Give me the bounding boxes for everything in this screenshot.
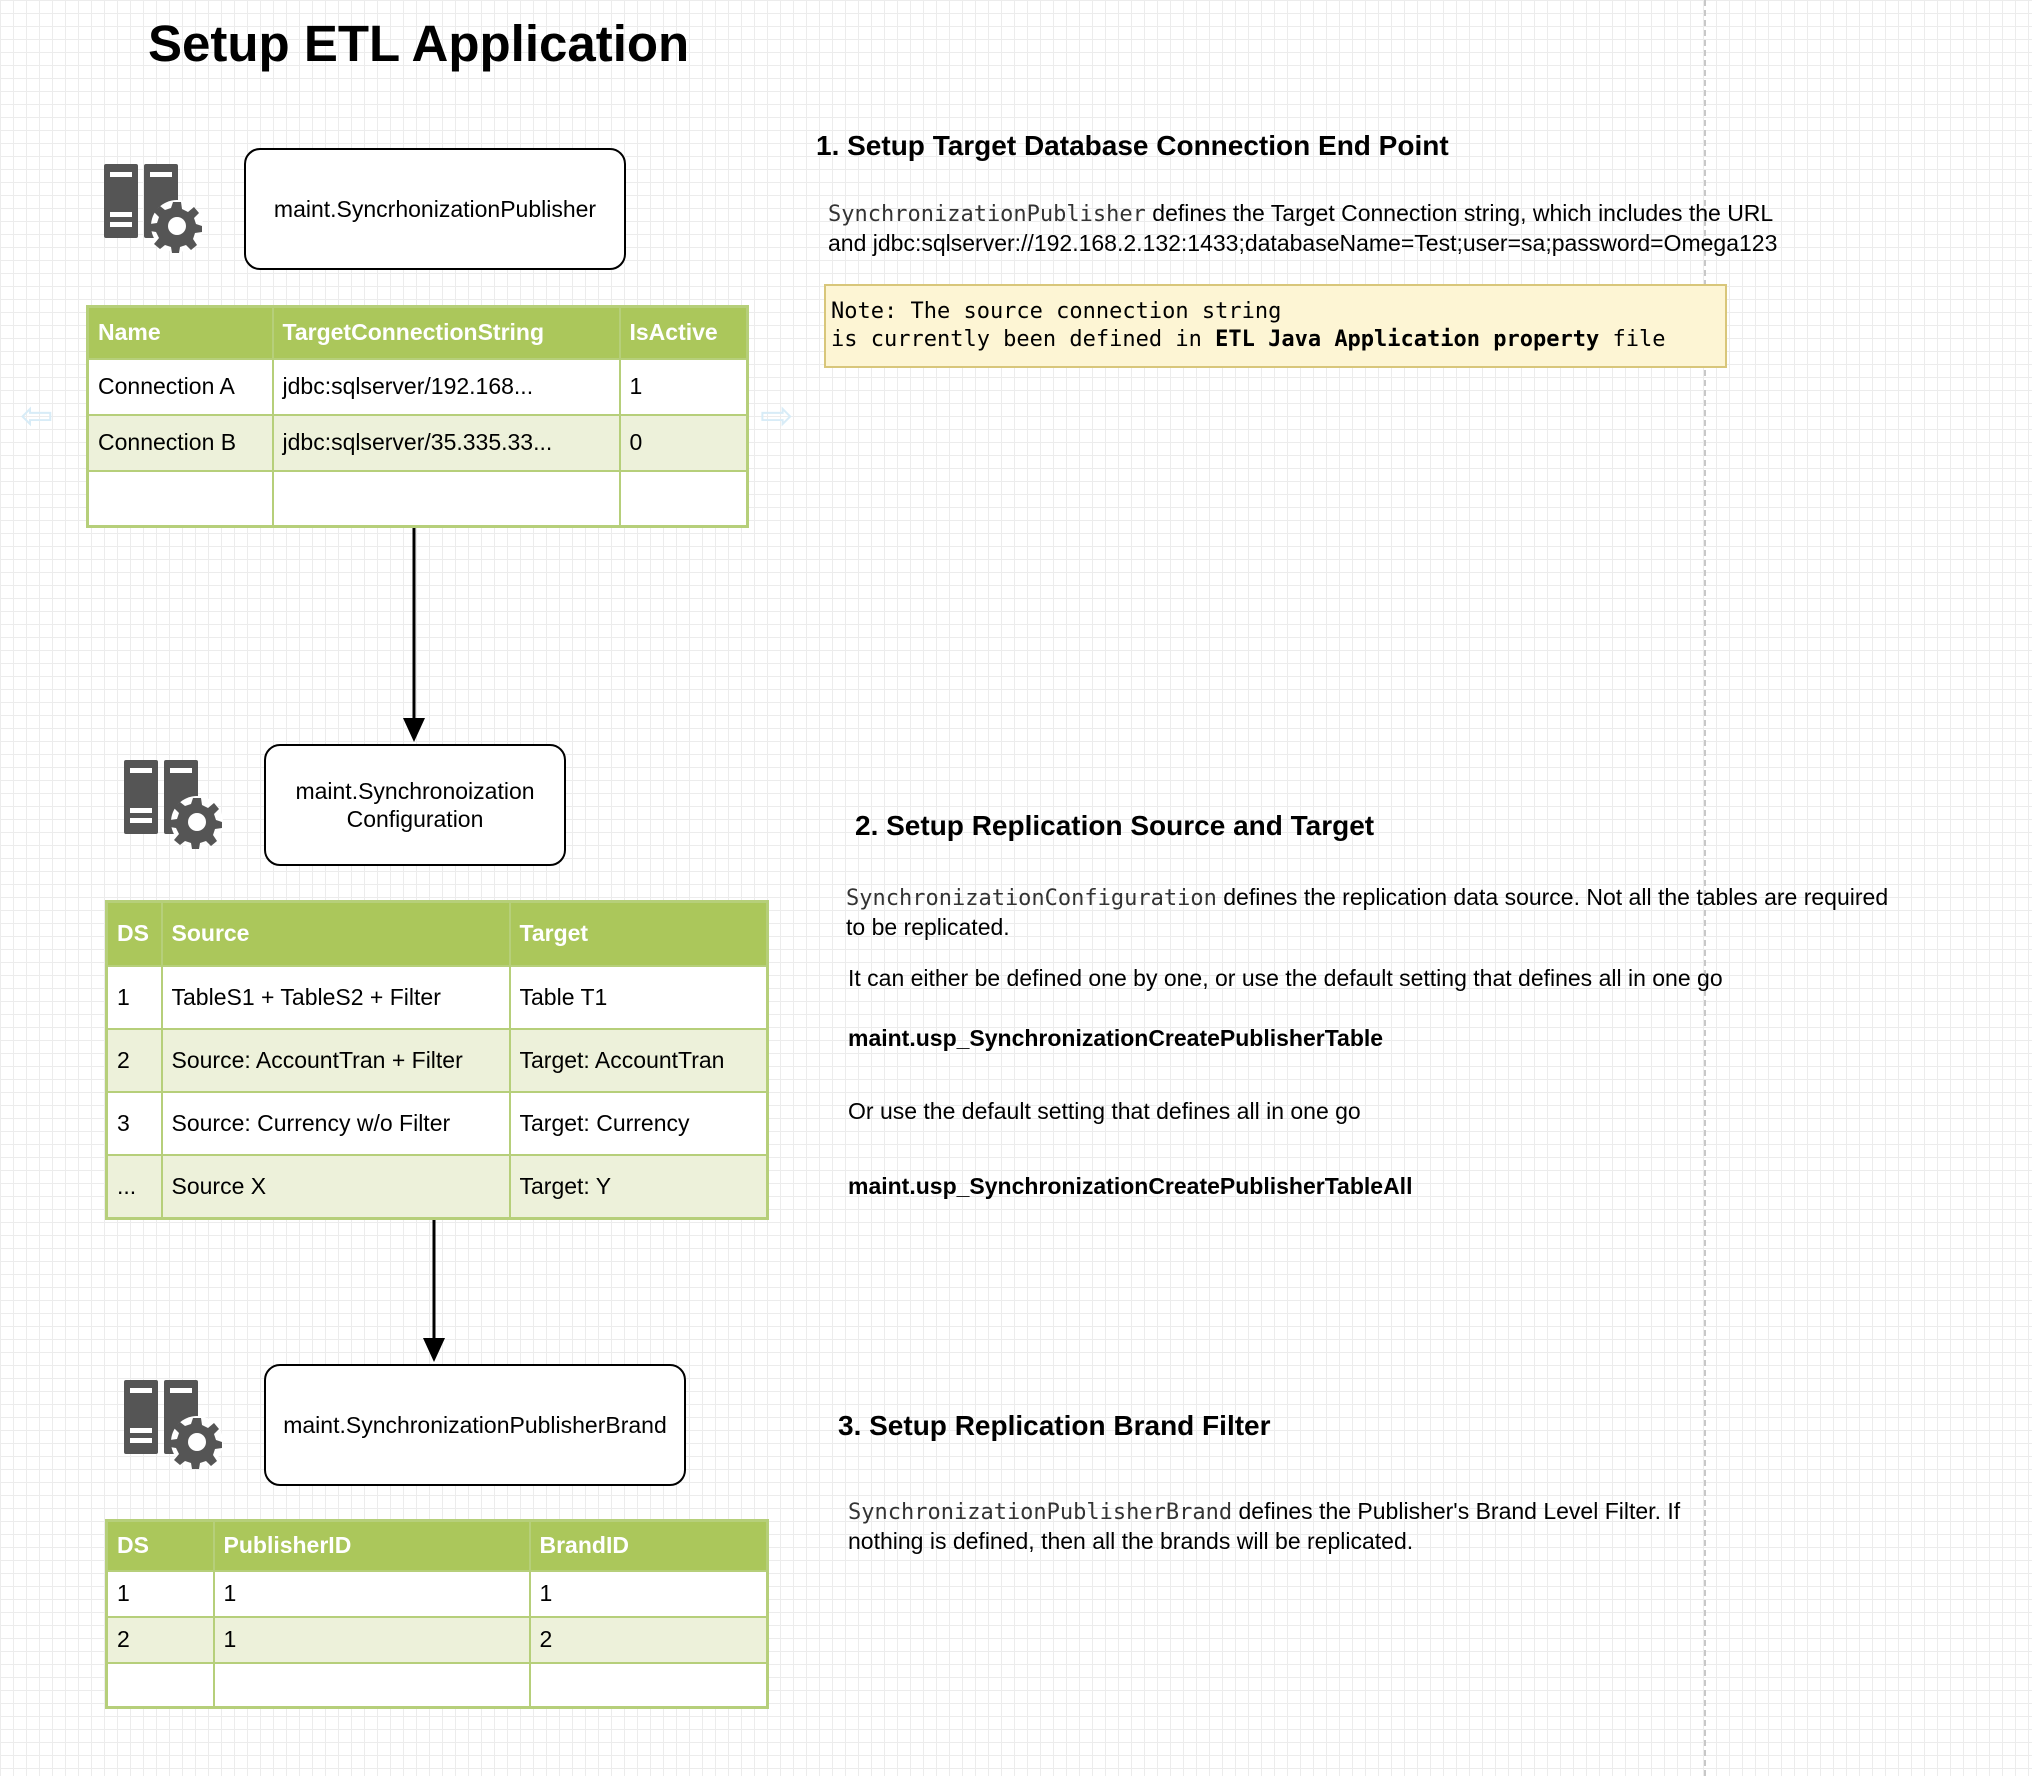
table-cell: 1 [618, 357, 749, 416]
column-header-brandid: BrandID [528, 1519, 769, 1572]
table-row: 1 TableS1 + TableS2 + Filter Table T1 [105, 964, 769, 1030]
step2-desc-text: defines the replication data source. Not… [1216, 884, 1889, 910]
table-cell [86, 469, 274, 528]
left-connector-arrow-icon: ⇦ [20, 394, 54, 438]
step1-description: SynchronizationPublisher defines the Tar… [828, 199, 1777, 258]
publisher-brand-entity-label: maint.SynchronizationPublisherBrand [283, 1412, 667, 1438]
table-cell: Target: Currency [508, 1090, 769, 1156]
step3-heading: 3. Setup Replication Brand Filter [838, 1410, 1271, 1441]
note-bold: ETL Java Application property [1215, 327, 1600, 352]
table-cell: ... [105, 1153, 163, 1220]
table-cell: 1 [528, 1569, 769, 1618]
publisher-table: Name TargetConnectionString IsActive Con… [86, 305, 749, 528]
database-server-gear-icon [124, 758, 228, 852]
step2-procedure-2: maint.usp_SynchronizationCreatePublisher… [848, 1173, 1413, 1199]
table-cell: Target: AccountTran [508, 1027, 769, 1093]
note-box: Note: The source connection string is cu… [824, 284, 1727, 368]
table-cell [271, 469, 621, 528]
publisher-brand-table: DS PublisherID BrandID 1 1 1 2 1 2 [105, 1519, 769, 1709]
table-row [105, 1661, 769, 1709]
column-header-isactive: IsActive [618, 305, 749, 360]
table-cell: Source: Currency w/o Filter [160, 1090, 511, 1156]
table-cell: Source: AccountTran + Filter [160, 1027, 511, 1093]
table-cell: 1 [212, 1569, 531, 1618]
column-header-ds: DS [105, 1519, 215, 1572]
configuration-table: DS Source Target 1 TableS1 + TableS2 + F… [105, 900, 769, 1220]
note-line1: Note: The source connection string [831, 299, 1282, 324]
table-cell: 2 [105, 1027, 163, 1093]
table-cell: 1 [212, 1615, 531, 1664]
flow-arrow-2 [423, 1220, 445, 1362]
step1-heading: 1. Setup Target Database Connection End … [816, 130, 1449, 161]
column-header-target: Target [508, 900, 769, 967]
publisher-entity-label: maint.SyncrhonizationPublisher [273, 196, 597, 222]
table-cell: Table T1 [508, 964, 769, 1030]
table-row [86, 469, 749, 528]
table-row: 3 Source: Currency w/o Filter Target: Cu… [105, 1090, 769, 1156]
step2-paragraph-1: It can either be defined one by one, or … [848, 965, 1723, 991]
step2-description: SynchronizationConfiguration defines the… [846, 883, 1888, 942]
step2-procedure-1: maint.usp_SynchronizationCreatePublisher… [848, 1025, 1384, 1051]
column-header-name: Name [86, 305, 274, 360]
right-connector-arrow-icon: ⇨ [760, 394, 794, 438]
step2-paragraph-2: Or use the default setting that defines … [848, 1098, 1361, 1124]
step2-desc-line2: to be replicated. [846, 914, 1010, 940]
step3-code: SynchronizationPublisherBrand [848, 1500, 1233, 1525]
publisher-entity-box[interactable]: maint.SyncrhonizationPublisher [244, 148, 626, 270]
table-row: 2 Source: AccountTran + Filter Target: A… [105, 1027, 769, 1093]
configuration-entity-label: maint.Synchronoization Configuration [295, 777, 534, 833]
configuration-entity-label-line2: Configuration [346, 806, 484, 832]
table-cell: 3 [105, 1090, 163, 1156]
page-break-guide [1704, 0, 1706, 1776]
publisher-brand-entity-box[interactable]: maint.SynchronizationPublisherBrand [264, 1364, 686, 1486]
table-cell [105, 1661, 215, 1709]
table-cell [212, 1661, 531, 1709]
step2-code: SynchronizationConfiguration [846, 886, 1217, 911]
step3-desc-text: defines the Publisher's Brand Level Filt… [1232, 1498, 1681, 1524]
page-title: Setup ETL Application [148, 15, 690, 72]
note-prefix: is currently been defined in [831, 327, 1216, 352]
configuration-entity-box[interactable]: maint.Synchronoization Configuration [264, 744, 566, 866]
column-header-publisherid: PublisherID [212, 1519, 531, 1572]
table-row: 1 1 1 [105, 1569, 769, 1618]
database-server-gear-icon [124, 1378, 228, 1472]
step2-heading: 2. Setup Replication Source and Target [855, 810, 1375, 841]
step3-description: SynchronizationPublisherBrand defines th… [848, 1497, 1680, 1556]
column-header-target-connection-string: TargetConnectionString [271, 305, 621, 360]
flow-arrow-1 [403, 528, 425, 742]
column-header-ds: DS [105, 900, 163, 967]
table-cell: Source X [160, 1153, 511, 1220]
configuration-entity-label-line1: maint.Synchronoization [295, 778, 535, 804]
table-cell: Connection A [86, 357, 274, 416]
table-cell: Target: Y [508, 1153, 769, 1220]
table-cell: jdbc:sqlserver/35.335.33... [271, 413, 621, 472]
table-cell [528, 1661, 769, 1709]
table-cell: 2 [105, 1615, 215, 1664]
table-cell: TableS1 + TableS2 + Filter [160, 964, 511, 1030]
step1-desc-text: defines the Target Connection string, wh… [1145, 200, 1774, 226]
table-cell: Connection B [86, 413, 274, 472]
table-cell: 0 [618, 413, 749, 472]
table-row: 2 1 2 [105, 1615, 769, 1664]
step1-desc-line2: and jdbc:sqlserver://192.168.2.132:1433;… [828, 230, 1778, 256]
column-header-source: Source [160, 900, 511, 967]
step3-desc-line2: nothing is defined, then all the brands … [848, 1528, 1414, 1554]
table-cell: 1 [105, 1569, 215, 1618]
table-row: Connection A jdbc:sqlserver/192.168... 1 [86, 357, 749, 416]
table-row: ... Source X Target: Y [105, 1153, 769, 1220]
table-cell: jdbc:sqlserver/192.168... [271, 357, 621, 416]
table-cell [618, 469, 749, 528]
table-cell: 2 [528, 1615, 769, 1664]
database-server-gear-icon [104, 162, 208, 256]
table-row: Connection B jdbc:sqlserver/35.335.33...… [86, 413, 749, 472]
step1-code: SynchronizationPublisher [828, 202, 1146, 227]
note-suffix: file [1599, 327, 1666, 352]
table-cell: 1 [105, 964, 163, 1030]
